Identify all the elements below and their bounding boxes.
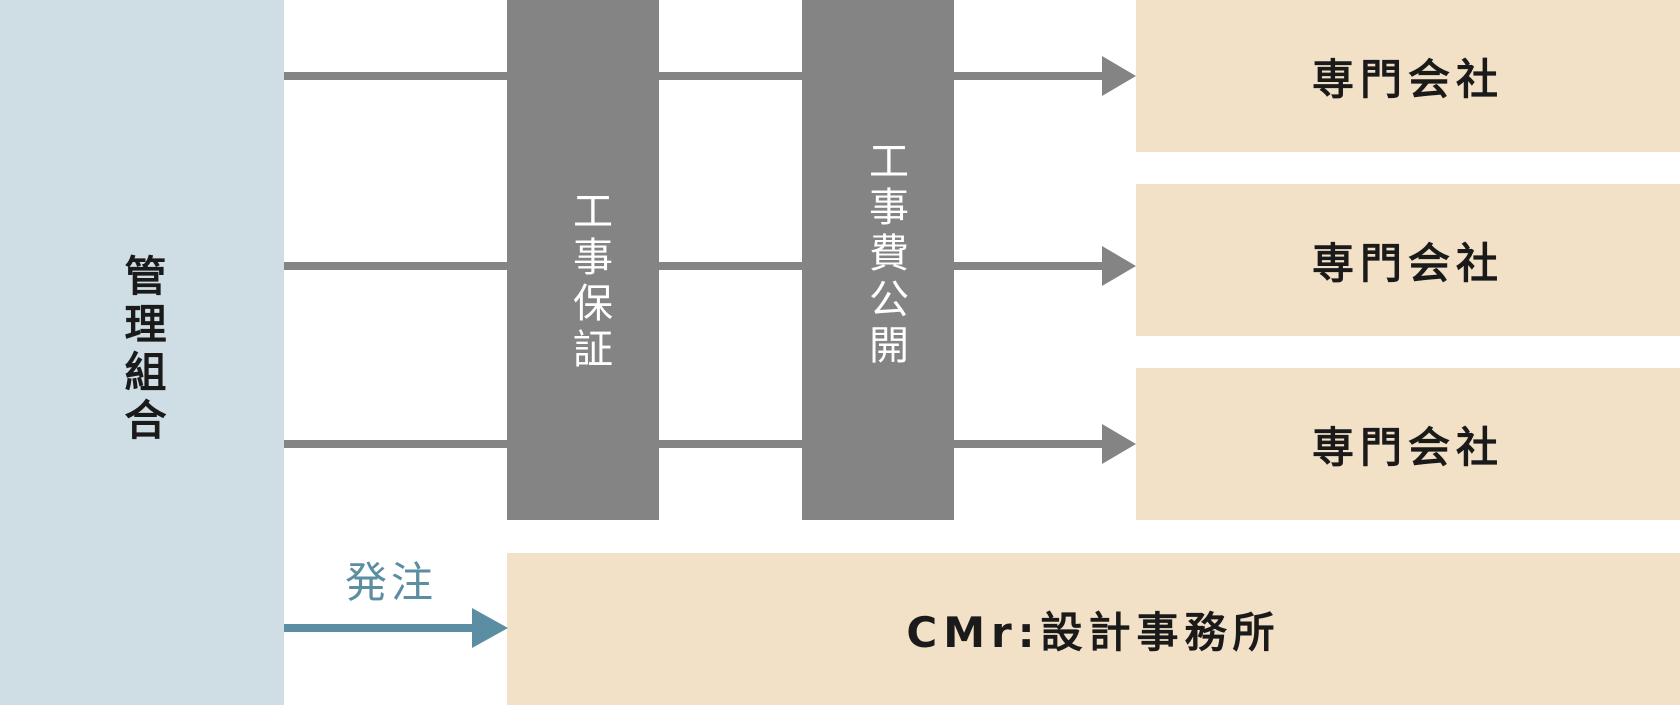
order-label: 発注 — [345, 558, 438, 607]
management-union-panel — [0, 0, 284, 705]
construction-guarantee-band — [507, 0, 659, 520]
cmr-design-office-label: CMr:設計事務所 — [906, 607, 1281, 657]
construction-guarantee-label: 工事保証 — [566, 190, 612, 374]
management-union-label: 管理組合 — [118, 254, 167, 446]
specialist-company-label: 専門会社 — [1311, 54, 1504, 104]
cost-disclosure-band — [802, 0, 954, 520]
specialist-company-box-2: 専門会社 — [1136, 184, 1680, 336]
flow-line-3 — [284, 440, 1104, 448]
order-arrow-line — [284, 624, 476, 632]
arrowhead-icon — [1102, 424, 1136, 464]
arrowhead-icon — [1102, 246, 1136, 286]
specialist-company-box-3: 専門会社 — [1136, 368, 1680, 520]
cost-disclosure-label: 工事費公開 — [862, 140, 908, 370]
specialist-company-label: 専門会社 — [1311, 238, 1504, 288]
flow-line-1 — [284, 72, 1104, 80]
specialist-company-box-1: 専門会社 — [1136, 0, 1680, 152]
cmr-design-office-box: CMr:設計事務所 — [507, 553, 1680, 705]
flow-line-2 — [284, 262, 1104, 270]
order-arrowhead-icon — [472, 608, 508, 648]
arrowhead-icon — [1102, 56, 1136, 96]
specialist-company-label: 専門会社 — [1311, 422, 1504, 472]
